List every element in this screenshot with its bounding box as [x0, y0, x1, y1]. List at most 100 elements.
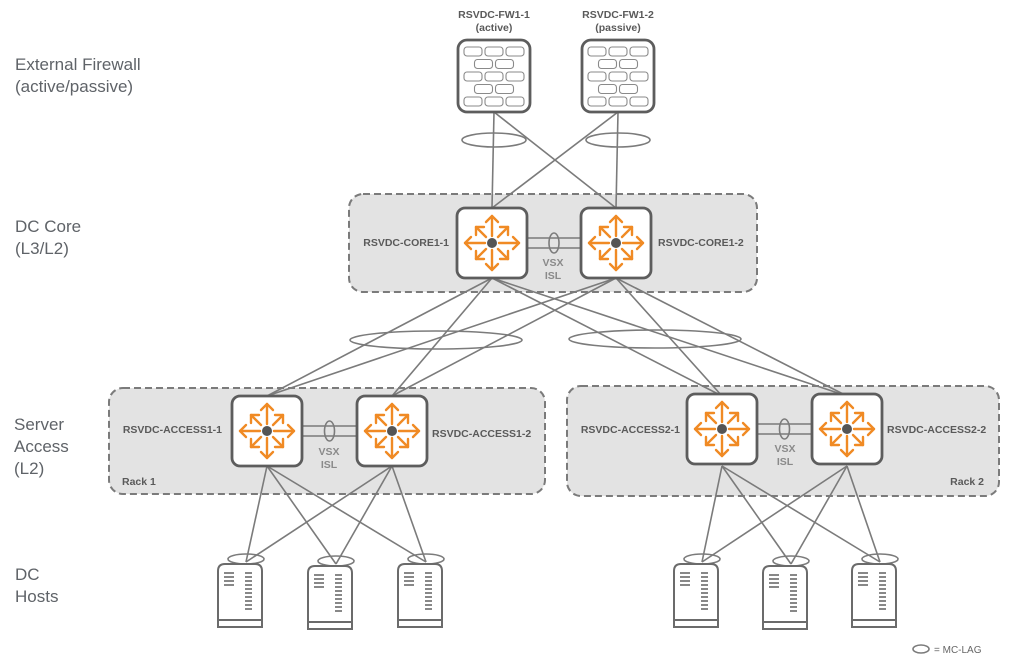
core1-label: RSVDC-CORE1-1 [363, 237, 449, 249]
brick-icon [587, 46, 607, 57]
switch-arrows-icon [363, 402, 421, 460]
mc-lag-icon [772, 555, 810, 567]
tier-label-core: DC Core (L3/L2) [15, 217, 86, 258]
host-server-1 [217, 563, 263, 628]
rack2-zone [566, 385, 1000, 497]
switch-arrows-icon [238, 402, 296, 460]
brick-icon [473, 58, 494, 70]
access1-1-label: RSVDC-ACCESS1-1 [123, 424, 222, 436]
host-server-5 [762, 565, 808, 630]
switch-arrows-icon [818, 400, 876, 458]
link-line [266, 277, 493, 397]
brick-icon [587, 96, 607, 107]
fw1-name: RSVDC-FW1-1 [458, 9, 530, 21]
access-switch-1 [230, 394, 304, 468]
link-line [846, 465, 881, 563]
link-line [701, 465, 848, 563]
link-line [245, 465, 393, 563]
access-switch-4 [810, 392, 884, 466]
access2-2-label: RSVDC-ACCESS2-2 [887, 424, 986, 436]
rack1-zone [108, 387, 546, 495]
host-server-4 [673, 563, 719, 628]
brick-icon [494, 83, 515, 95]
brick-icon [484, 46, 504, 57]
mc-lag-ellipse-icon [912, 644, 930, 654]
link-line [491, 277, 723, 397]
brick-icon [608, 96, 628, 107]
brick-icon [505, 46, 525, 57]
server-icon [307, 565, 353, 630]
link-line [266, 277, 617, 397]
server-icon [851, 563, 897, 628]
mc-lag-icon [585, 132, 651, 148]
brick-icon [505, 71, 525, 82]
rack1-isl-label-1: VSX [318, 446, 339, 458]
nodes [217, 38, 897, 630]
firewall-2 [580, 38, 656, 114]
switch-arrows-icon [587, 214, 645, 272]
vsx-isl-lag-icon [323, 420, 336, 442]
rack1-label: Rack 1 [122, 476, 156, 488]
switch-arrows-icon [463, 214, 521, 272]
rack2-label: Rack 2 [950, 476, 984, 488]
switch-arrows-icon [693, 400, 751, 458]
host-server-6 [851, 563, 897, 628]
core2-label: RSVDC-CORE1-2 [658, 237, 744, 249]
brick-icon [494, 58, 515, 70]
brick-icon [463, 71, 483, 82]
brick-icon [608, 46, 628, 57]
link-line [266, 465, 337, 565]
brick-icon [505, 96, 525, 107]
link-line [615, 277, 848, 397]
switch-hub [387, 426, 397, 436]
host-server-3 [397, 563, 443, 628]
brick-icon [463, 96, 483, 107]
mc-lag-group [227, 132, 899, 567]
vsx-isl-lag-icon [778, 418, 791, 440]
switch-hub [487, 238, 497, 248]
link-line [391, 277, 617, 397]
switch-hub [262, 426, 272, 436]
access-switch-3 [685, 392, 759, 466]
tier-label-firewall: External Firewall (active/passive) [15, 55, 145, 96]
core-switch-1 [455, 206, 529, 280]
server-icon [397, 563, 443, 628]
mc-lag-icon [861, 553, 899, 565]
host-server-2 [307, 565, 353, 630]
link-line [721, 465, 881, 563]
brick-icon [629, 71, 649, 82]
link-line [335, 465, 393, 565]
mc-lag-icon [317, 555, 355, 567]
brick-icon [463, 46, 483, 57]
link-line [245, 465, 268, 563]
server-icon [673, 563, 719, 628]
rack2-isl-label-1: VSX [774, 443, 795, 455]
fw2-name: RSVDC-FW1-2 [582, 9, 654, 21]
link-line [721, 465, 792, 565]
brick-icon [629, 46, 649, 57]
server-icon [217, 563, 263, 628]
link-line [790, 465, 848, 565]
access1-2-label: RSVDC-ACCESS1-2 [432, 428, 531, 440]
switch-hub [611, 238, 621, 248]
core-switch-2 [579, 206, 653, 280]
switch-hub [842, 424, 852, 434]
rack2-isl-label-2: ISL [777, 456, 794, 468]
link-line [491, 111, 619, 209]
mc-lag-icon [349, 330, 523, 350]
brick-icon [629, 96, 649, 107]
brick-icon [618, 58, 639, 70]
core-isl-label-2: ISL [545, 270, 562, 282]
brick-icon [484, 71, 504, 82]
brick-icon [587, 71, 607, 82]
link-line [615, 111, 619, 209]
fw2-role: (passive) [595, 22, 641, 34]
tier-label-access: Server Access (L2) [14, 415, 74, 478]
brick-icon [484, 96, 504, 107]
rack1-isl-label-2: ISL [321, 459, 338, 471]
brick-icon [473, 83, 494, 95]
mc-lag-icon [461, 132, 527, 148]
vsx-isl-lag-icon [548, 232, 560, 254]
tier-label-hosts: DC Hosts [15, 565, 58, 606]
